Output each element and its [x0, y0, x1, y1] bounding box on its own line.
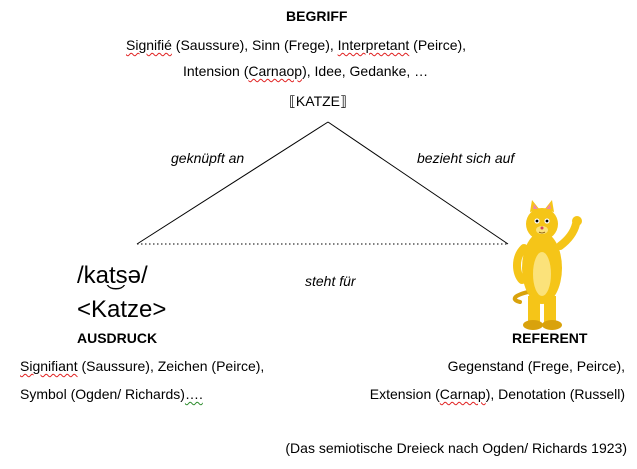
begriff-heading: BEGRIFF — [286, 8, 348, 24]
referent-line-1: Gegenstand (Frege, Peirce), — [447, 358, 625, 374]
term-signifie: Signifié — [126, 37, 172, 53]
term-carnap: Carnap — [439, 386, 486, 402]
referent-heading: REFERENT — [512, 330, 588, 346]
ausdruck-line-2-ellipsis: …. — [184, 386, 203, 402]
begriff-notation: ⟦KATZE⟧ — [289, 93, 347, 109]
edge-label-bottom: steht für — [305, 273, 356, 289]
begriff-line-2: Intension (Carnaop), Idee, Gedanke, … — [183, 63, 428, 79]
begriff-line-2-text-b: ), Idee, Gedanke, … — [302, 63, 429, 79]
triangle-right-edge — [327, 121, 509, 245]
cat-mascot-image — [512, 200, 582, 330]
ausdruck-line-2-text: Symbol (Ogden/ Richards) — [20, 386, 185, 402]
begriff-line-2-text-a: Intension ( — [183, 63, 249, 79]
referent-line-2: Extension (Carnap), Denotation (Russell) — [370, 386, 625, 402]
begriff-line-1: Signifié (Saussure), Sinn (Frege), Inter… — [126, 37, 466, 53]
diagram-caption: (Das semiotische Dreieck nach Ogden/ Ric… — [285, 440, 627, 456]
ausdruck-heading: AUSDRUCK — [77, 330, 158, 346]
referent-line-2-text-a: Extension ( — [369, 386, 440, 402]
ausdruck-line-2: Symbol (Ogden/ Richards)…. — [20, 386, 203, 402]
begriff-line-1-text-a: (Saussure), Sinn (Frege), — [171, 37, 338, 53]
ausdruck-word: <Katze> — [77, 296, 167, 323]
referent-line-2-text-b: ), Denotation (Russell) — [485, 386, 625, 402]
edge-label-left: geknüpft an — [171, 150, 245, 166]
ausdruck-line-1-text: (Saussure), Zeichen (Peirce), — [77, 358, 265, 374]
term-interpretant: Interpretant — [337, 37, 410, 53]
ausdruck-line-1: Signifiant (Saussure), Zeichen (Peirce), — [20, 358, 264, 374]
edge-label-right: bezieht sich auf — [417, 150, 515, 166]
term-signifiant: Signifiant — [20, 358, 78, 374]
ausdruck-phonetic: /kat͜sə/ — [77, 262, 148, 289]
term-carnaop: Carnaop — [248, 63, 303, 79]
begriff-line-1-text-b: (Peirce), — [409, 37, 467, 53]
triangle-left-edge — [136, 121, 329, 245]
